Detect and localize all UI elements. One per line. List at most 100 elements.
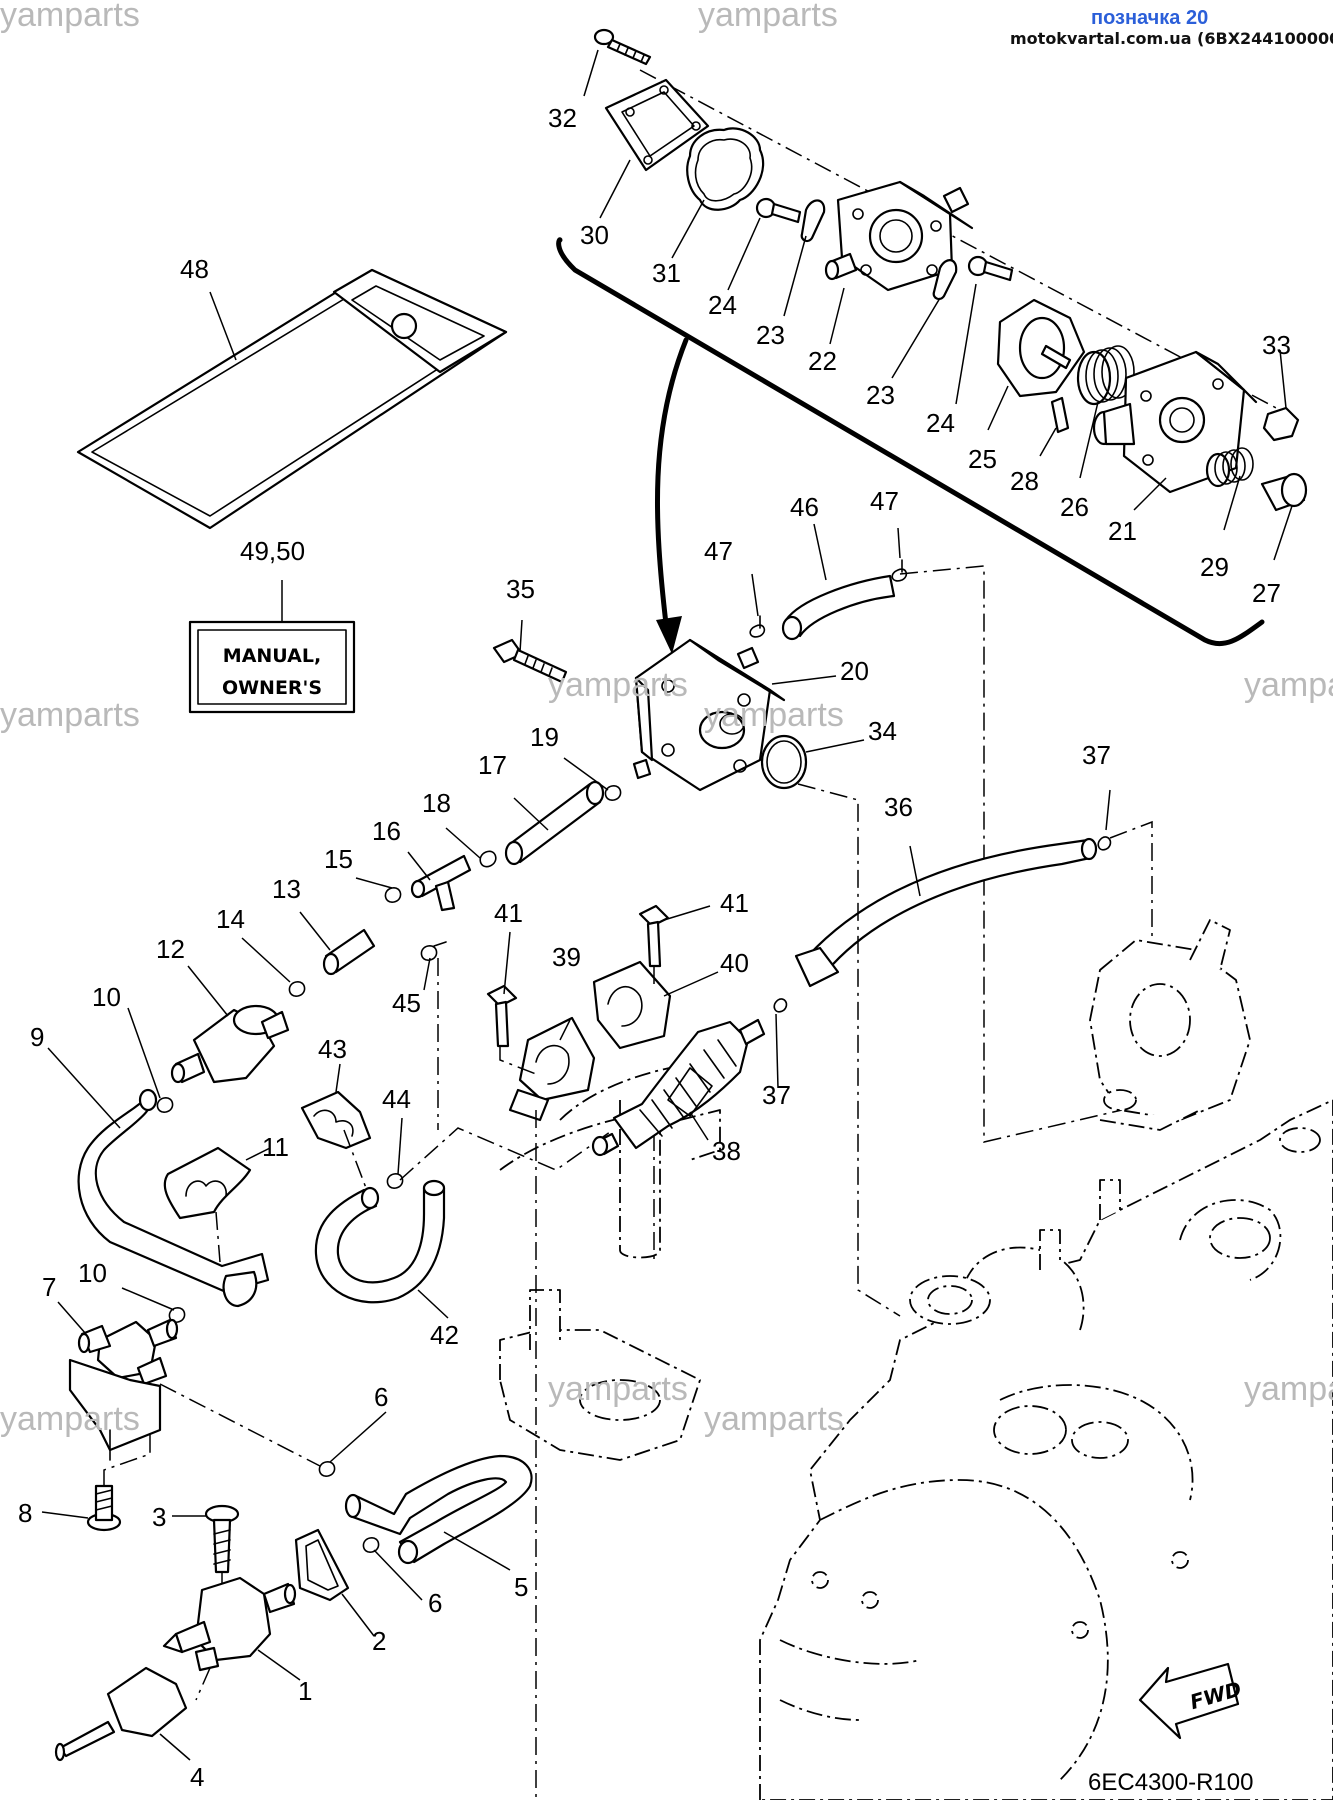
callout-9: 9 — [30, 1022, 44, 1052]
callout-2: 2 — [372, 1626, 386, 1656]
part-26-spring — [1076, 345, 1135, 406]
watermark: yamparts — [698, 0, 838, 34]
part-39-clamp — [508, 1016, 596, 1122]
callout-19: 19 — [530, 722, 559, 752]
watermarks: yamparts yamparts yamparts yamparts yamp… — [0, 0, 1333, 1438]
callout-17: 17 — [478, 750, 507, 780]
part-29-spring — [1205, 447, 1254, 488]
callout-15: 15 — [324, 844, 353, 874]
fuel-pump-inset — [556, 28, 1308, 647]
callout-6a: 6 — [374, 1382, 388, 1412]
part-1-fuel-cock — [162, 1576, 297, 1672]
callout-46: 46 — [790, 492, 819, 522]
part-11-clamp — [163, 1146, 252, 1220]
callout-20: 20 — [840, 656, 869, 686]
line-41a — [499, 1046, 537, 1075]
header-title: позначка 20 — [1091, 7, 1208, 29]
callout-44: 44 — [382, 1084, 411, 1114]
callout-10a: 10 — [92, 982, 121, 1012]
part-37-clip-a — [1097, 836, 1112, 851]
line-1-to-4 — [195, 1667, 211, 1701]
callout-27: 27 — [1252, 578, 1281, 608]
part-6-clip-b — [362, 1537, 380, 1553]
manual-label-line2: OWNER'S — [222, 677, 322, 699]
callout-38: 38 — [712, 1136, 741, 1166]
watermark: yamparts — [0, 1400, 140, 1438]
carburetor-reference — [1089, 919, 1251, 1131]
engine-block-reference — [499, 1059, 1333, 1800]
callout-21: 21 — [1108, 516, 1137, 546]
part-34-o-ring — [760, 734, 808, 790]
part-42-hose — [314, 1179, 446, 1304]
part-3-screw — [204, 1504, 240, 1574]
line-34-to-engine — [797, 783, 901, 1317]
watermark: yamparts — [1244, 666, 1333, 704]
callout-43: 43 — [318, 1034, 347, 1064]
callout-41a: 41 — [494, 898, 523, 928]
callouts: 32 30 31 24 23 22 23 24 25 28 26 21 33 2… — [18, 103, 1291, 1792]
callout-29: 29 — [1200, 552, 1229, 582]
callout-10b: 10 — [78, 1258, 107, 1288]
inset-boundary — [556, 237, 1265, 647]
part-12-fuel-filter — [170, 1004, 290, 1084]
callout-41b: 41 — [720, 888, 749, 918]
callout-39: 39 — [552, 942, 581, 972]
callout-31: 31 — [652, 258, 681, 288]
callout-30: 30 — [580, 220, 609, 250]
callout-36: 36 — [884, 792, 913, 822]
callout-23a: 23 — [756, 320, 785, 350]
part-49-50-owners-manual: MANUAL, OWNER'S — [188, 620, 356, 714]
part-24-screw-b — [967, 255, 1014, 282]
part-24-screw-a — [755, 197, 802, 224]
part-6-clip-a — [318, 1461, 336, 1477]
part-25-diaphragm-assembly — [996, 298, 1086, 398]
inset-pointer-arrow — [655, 337, 689, 654]
part-48-pouch — [76, 268, 508, 530]
watermark: yamparts — [704, 696, 844, 734]
callout-40: 40 — [720, 948, 749, 978]
callout-24a: 24 — [708, 290, 737, 320]
watermark: yamparts — [548, 1370, 688, 1408]
callout-32: 32 — [548, 103, 577, 133]
callout-48: 48 — [180, 254, 209, 284]
watermark: yamparts — [1244, 1370, 1333, 1408]
line-11-to-9 — [215, 1211, 221, 1263]
part-17-hose — [504, 780, 605, 866]
callout-12: 12 — [156, 934, 185, 964]
manual-label-line1: MANUAL, — [223, 645, 321, 667]
part-41-screw-b — [638, 904, 670, 968]
callout-11: 11 — [262, 1132, 289, 1162]
watermark: yamparts — [0, 696, 140, 734]
part-27-cap — [1260, 472, 1308, 512]
part-9-hose — [77, 1088, 270, 1308]
diagram-code: 6EC4300-R100 — [1088, 1769, 1253, 1796]
part-44-clip — [386, 1173, 404, 1189]
callout-4: 4 — [190, 1762, 204, 1792]
callout-37b: 37 — [762, 1080, 791, 1110]
callout-35: 35 — [506, 574, 535, 604]
callout-26: 26 — [1060, 492, 1089, 522]
callout-45: 45 — [392, 988, 421, 1018]
leader-lines — [41, 49, 1293, 1761]
callout-5: 5 — [514, 1572, 528, 1602]
callout-24b: 24 — [926, 408, 955, 438]
watermark: yamparts — [0, 0, 140, 34]
part-10-clip-a — [156, 1097, 174, 1113]
part-41-screw-a — [486, 984, 518, 1048]
part-20-fuel-pump — [632, 638, 786, 792]
part-43-clamp — [300, 1090, 372, 1150]
callout-28: 28 — [1010, 466, 1039, 496]
line-44-to-38 — [399, 1127, 611, 1181]
callout-7: 7 — [42, 1272, 56, 1302]
callout-14: 14 — [216, 904, 245, 934]
callout-49-50: 49,50 — [240, 536, 305, 566]
inset-axis-line — [639, 69, 1281, 411]
part-14-clip — [288, 981, 306, 997]
part-46-hose — [781, 574, 896, 641]
fwd-arrow: FWD — [1138, 1662, 1244, 1740]
part-47-clip-a — [749, 615, 766, 638]
part-10-clip-b — [168, 1307, 186, 1323]
part-37-clip-b — [773, 998, 788, 1013]
part-31-diaphragm — [686, 127, 765, 211]
